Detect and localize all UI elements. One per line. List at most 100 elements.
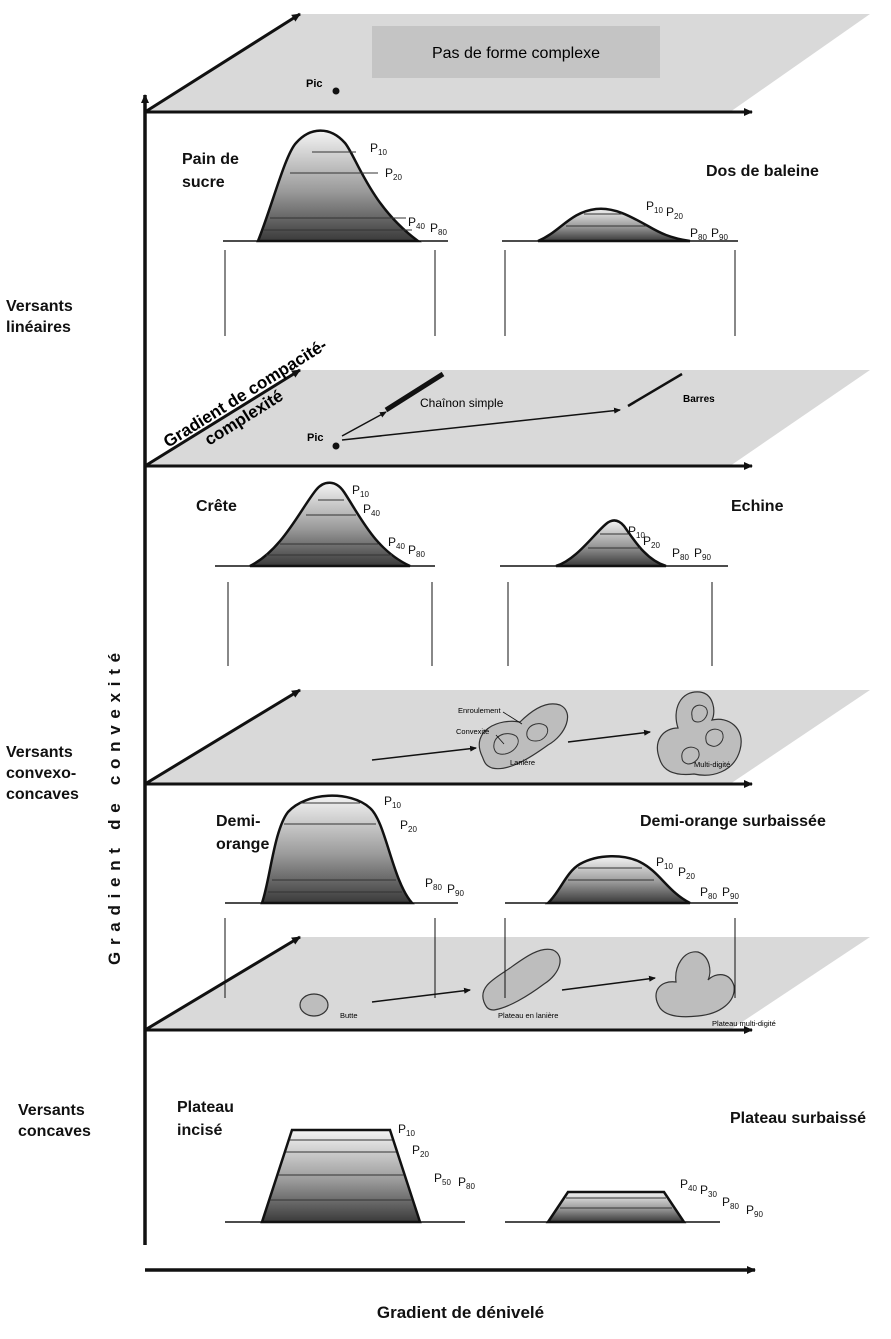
form-plateau-incise-1: Plateau (177, 1099, 234, 1116)
p-label: P10 (352, 483, 369, 499)
arrow-pic-bars (341, 407, 621, 441)
p-label: P80 (690, 226, 707, 242)
arrow-to-laniere (371, 745, 477, 761)
svg-text:P90: P90 (447, 882, 464, 898)
svg-text:P40: P40 (408, 215, 425, 231)
p-label: P90 (722, 885, 739, 901)
p-label: P40 (363, 502, 380, 518)
svg-text:P10: P10 (646, 199, 663, 215)
butte-label: Butte (340, 1011, 358, 1020)
p-label: P40 (680, 1177, 697, 1193)
form-demi-orange-surb: Demi-orange surbaissée (640, 813, 826, 830)
butte-shape (299, 993, 329, 1017)
p-label: P40 (408, 215, 425, 231)
enroulement-label: Enroulement (458, 706, 501, 715)
p-label: P20 (678, 865, 695, 881)
convex-pointer (495, 734, 505, 745)
p-label: P80 (430, 221, 447, 237)
svg-text:P10: P10 (384, 794, 401, 810)
svg-text:P20: P20 (643, 534, 660, 550)
svg-text:P90: P90 (694, 546, 711, 562)
plane-1-diag-arrow (144, 12, 301, 114)
form-pain-sucre-2: sucre (182, 174, 225, 191)
svg-text:P10: P10 (398, 1122, 415, 1138)
plane-2 (145, 370, 870, 466)
p-label: P80 (722, 1195, 739, 1211)
form-crete: Crête (196, 498, 237, 515)
svg-text:P20: P20 (666, 205, 683, 221)
arrow-to-plateau-laniere (371, 987, 471, 1003)
laniere-shape (478, 703, 569, 770)
side-label-convexo-concaves: Versants convexo- concaves (6, 744, 79, 803)
pic-point-2 (332, 442, 340, 450)
hill-pain-sucre (256, 129, 422, 243)
svg-text:P90: P90 (711, 226, 728, 242)
pic-label-2: Pic (307, 432, 324, 444)
form-plateau-surb: Plateau surbaissé (730, 1110, 866, 1127)
p-label: P40 (388, 535, 405, 551)
p-label: P90 (694, 546, 711, 562)
hill-crete (249, 481, 411, 568)
svg-text:P80: P80 (458, 1175, 475, 1191)
svg-text:P80: P80 (425, 876, 442, 892)
svg-text:P90: P90 (722, 885, 739, 901)
denivele-axis-label: Gradient de dénivelé (376, 1303, 545, 1322)
svg-text:P90: P90 (746, 1203, 763, 1219)
svg-text:P20: P20 (385, 166, 402, 182)
form-plateau-incise-2: incisé (177, 1122, 222, 1139)
svg-text:P80: P80 (700, 885, 717, 901)
plane-2-diag-arrow (144, 368, 301, 468)
p-label: P20 (385, 166, 402, 182)
p-label: P90 (711, 226, 728, 242)
svg-text:P10: P10 (656, 855, 673, 871)
multi-digite-label: Multi-digité (694, 760, 730, 769)
p-label: P80 (672, 546, 689, 562)
svg-text:P20: P20 (412, 1143, 429, 1159)
form-echine: Echine (731, 498, 784, 515)
svg-text:P80: P80 (672, 546, 689, 562)
p-label: P10 (646, 199, 663, 215)
plateau-laniere-shape (482, 948, 561, 1011)
multi-digite-shape (656, 691, 742, 776)
hill-plateau-surb (545, 1190, 687, 1224)
side-label-lineaires: Versants linéaires (6, 298, 73, 336)
p-label: P10 (370, 141, 387, 157)
svg-text:P50: P50 (434, 1171, 451, 1187)
p-label: P10 (398, 1122, 415, 1138)
p-label: P80 (408, 543, 425, 559)
p-label: P50 (434, 1171, 451, 1187)
chain-bar (384, 371, 445, 413)
p-label: P20 (412, 1143, 429, 1159)
hill-echine (555, 519, 667, 568)
hill-demi-orange (260, 794, 415, 905)
p-label: P80 (700, 885, 717, 901)
convexity-axis-label: G r a d i e n t d e c o n v e x i t é (105, 651, 124, 965)
svg-text:P80: P80 (408, 543, 425, 559)
arrow-pic-chain (341, 411, 387, 437)
hill-dos-baleine (537, 207, 691, 243)
p-label: P90 (447, 882, 464, 898)
bars-line (627, 372, 683, 408)
plane-4-diag-arrow (144, 935, 301, 1032)
svg-text:P80: P80 (690, 226, 707, 242)
side-label-concaves: Versants concaves (18, 1102, 91, 1140)
convexite-label: Convexité (456, 727, 489, 736)
form-demi-orange-1: Demi- (216, 813, 260, 830)
svg-text:P40: P40 (680, 1177, 697, 1193)
arrow-to-plateau-multi (561, 975, 656, 991)
p-label: P10 (384, 794, 401, 810)
p-label: P20 (400, 818, 417, 834)
plane-3-diag-arrow (144, 688, 301, 786)
plateau-multi-shape (655, 951, 735, 1018)
top-box (372, 26, 660, 78)
plateau-laniere-label: Plateau en lanière (498, 1011, 558, 1020)
p-label: P30 (700, 1183, 717, 1199)
hill-plateau-incise (260, 1128, 422, 1224)
svg-text:P30: P30 (700, 1183, 717, 1199)
p-label: P20 (666, 205, 683, 221)
arrow-to-multi (567, 729, 651, 743)
pic-label-1: Pic (306, 78, 323, 90)
p-label: P90 (746, 1203, 763, 1219)
enroul-pointer (502, 711, 523, 725)
pic-point-1 (332, 87, 340, 95)
